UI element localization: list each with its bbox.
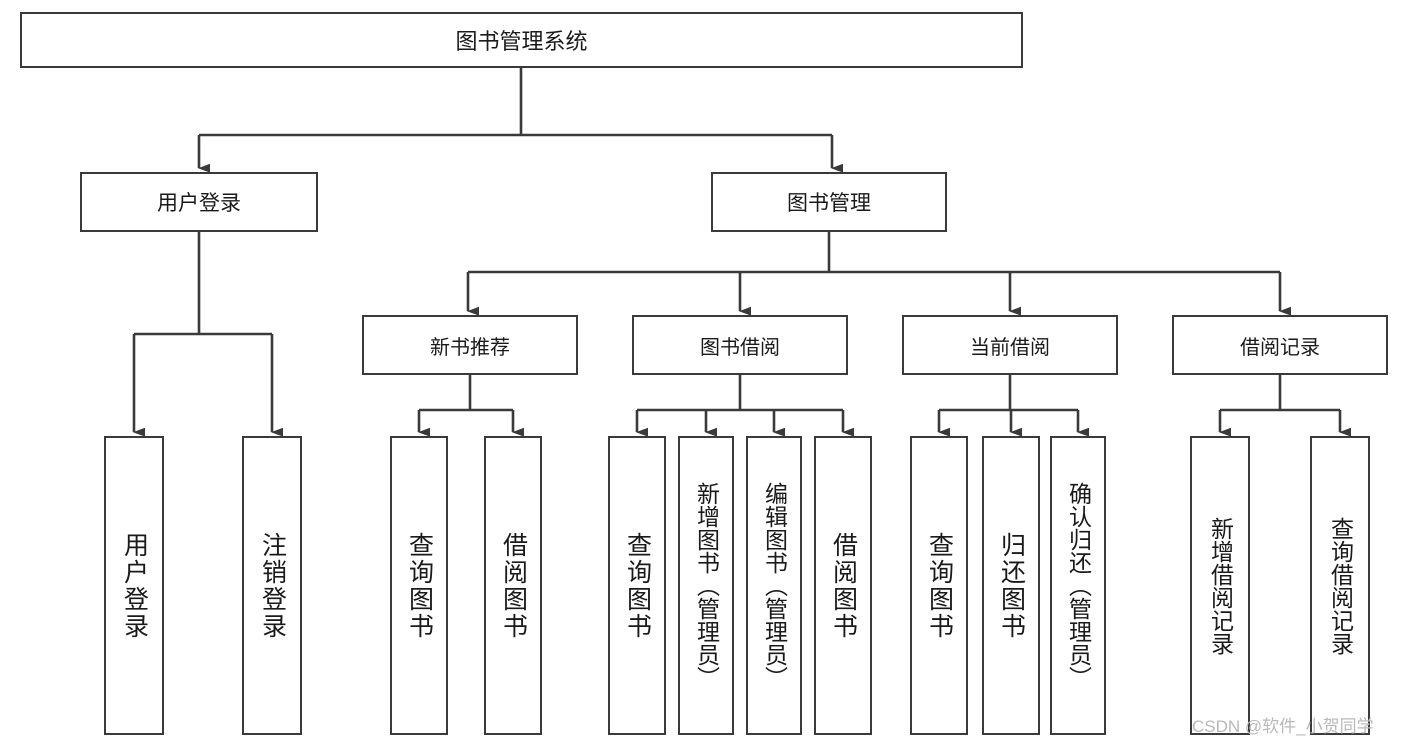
node-leaf-query-book-borrow[interactable]: 查询图书	[608, 436, 666, 735]
node-level1-user-login[interactable]: 用户登录	[80, 172, 318, 232]
node-leaf-add-book-admin[interactable]: 新增图书（管理员）	[678, 436, 734, 735]
node-level2-book-borrow[interactable]: 图书借阅	[632, 315, 848, 375]
node-level2-new-book-recommend[interactable]: 新书推荐	[362, 315, 578, 375]
node-leaf-return-book[interactable]: 归还图书	[982, 436, 1040, 735]
node-level2-borrow-record[interactable]: 借阅记录	[1172, 315, 1388, 375]
node-root[interactable]: 图书管理系统	[20, 12, 1023, 68]
node-level1-book-management[interactable]: 图书管理	[711, 172, 947, 232]
node-leaf-logout[interactable]: 注销登录	[242, 436, 302, 735]
node-leaf-confirm-return-admin[interactable]: 确认归还（管理员）	[1050, 436, 1106, 735]
node-leaf-query-book-recommend[interactable]: 查询图书	[390, 436, 448, 735]
node-leaf-user-login[interactable]: 用户登录	[104, 436, 164, 735]
node-leaf-query-borrow-record[interactable]: 查询借阅记录	[1310, 436, 1370, 735]
node-leaf-borrow-book-recommend[interactable]: 借阅图书	[484, 436, 542, 735]
node-leaf-query-book-current[interactable]: 查询图书	[910, 436, 968, 735]
node-leaf-add-borrow-record[interactable]: 新增借阅记录	[1190, 436, 1250, 735]
node-leaf-borrow-book[interactable]: 借阅图书	[814, 436, 872, 735]
node-level2-current-borrow[interactable]: 当前借阅	[902, 315, 1118, 375]
node-leaf-edit-book-admin[interactable]: 编辑图书（管理员）	[746, 436, 802, 735]
